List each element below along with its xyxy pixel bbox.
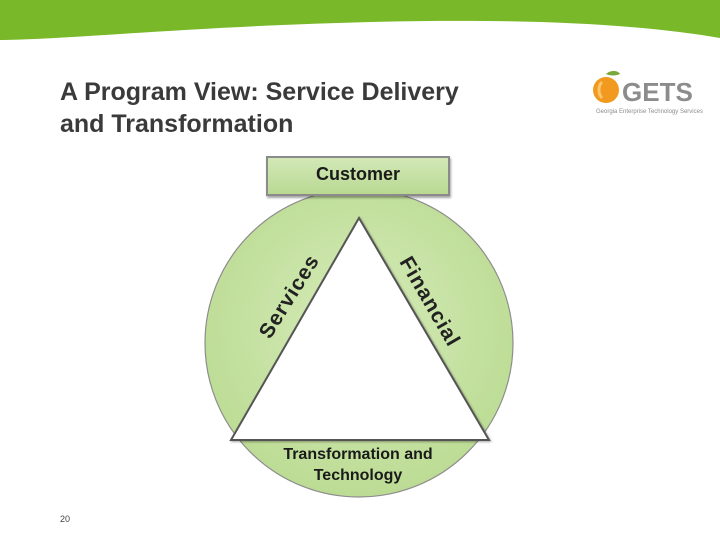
slide-title: A Program View: Service Delivery and Tra…: [60, 76, 540, 140]
transformation-technology-label: Transformation and Technology: [246, 444, 470, 486]
top-banner-swoosh: [0, 0, 720, 40]
page-number: 20: [60, 514, 71, 524]
top-banner: [0, 0, 720, 40]
bottom-label-line-2: Technology: [313, 467, 403, 484]
customer-box: Customer: [266, 156, 450, 196]
slide-title-line-1: A Program View: Service Delivery: [60, 78, 459, 106]
bottom-label-line-1: Transformation and: [283, 446, 433, 463]
customer-label: Customer: [315, 163, 400, 184]
peach-icon: [593, 71, 620, 103]
slide-title-line-2: and Transformation: [60, 110, 294, 138]
logo-wordmark: GETS: [622, 77, 693, 107]
gets-logo: GETS Georgia Enterprise Technology Servi…: [593, 71, 703, 115]
center-triangle: [229, 216, 491, 441]
logo-tagline: Georgia Enterprise Technology Services: [596, 109, 703, 115]
